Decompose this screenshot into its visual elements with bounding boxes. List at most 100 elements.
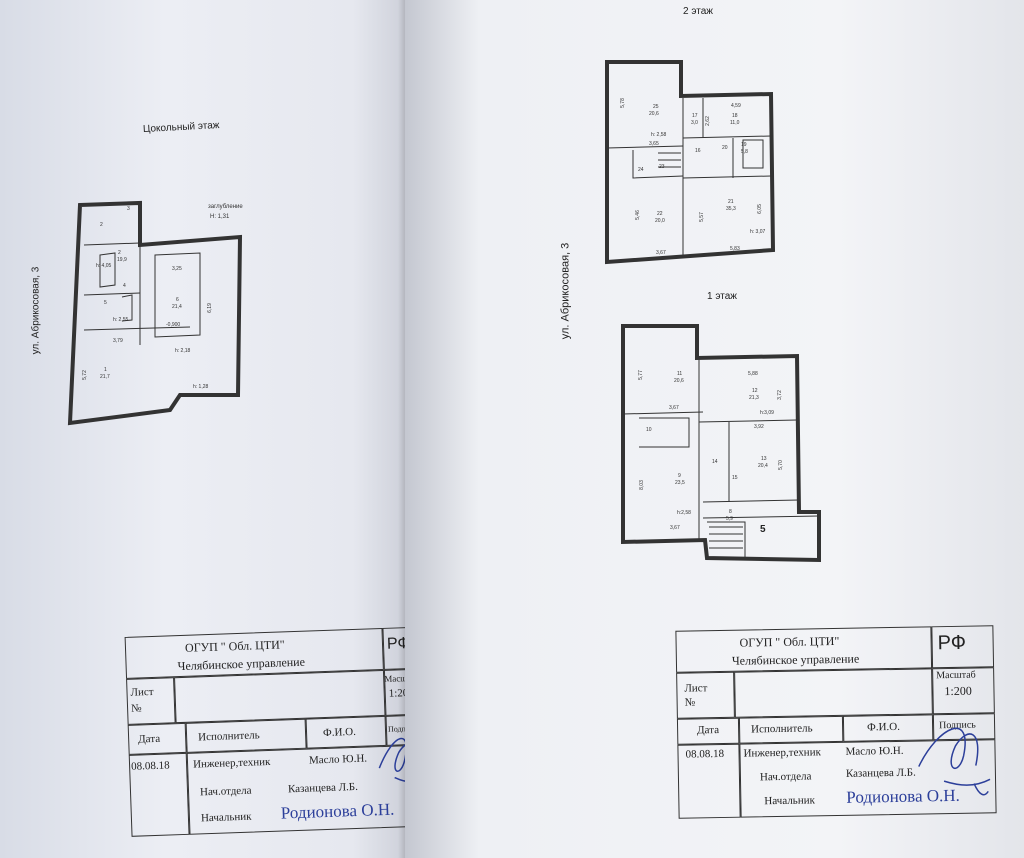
right-stamp-col-role: Исполнитель bbox=[751, 722, 813, 736]
right-stamp-role1: Инженер,техник bbox=[743, 746, 821, 760]
dimension: h: 4,05 bbox=[96, 263, 112, 269]
dimension: 3,79 bbox=[113, 338, 123, 344]
room-label: 17 bbox=[692, 113, 698, 119]
room-area: 5,8 bbox=[741, 149, 748, 155]
room-label: 12 bbox=[752, 388, 758, 394]
dimension: h:3,09 bbox=[760, 410, 774, 416]
dimension: 3,92 bbox=[754, 424, 764, 430]
left-stamp-col-fio: Ф.И.О. bbox=[322, 725, 357, 740]
room-area: 21,7 bbox=[100, 374, 110, 380]
room-area: 21,4 bbox=[172, 304, 182, 310]
zaglublenie-note: заглубление bbox=[208, 204, 243, 210]
room-area: 23,5 bbox=[675, 480, 685, 486]
right-stamp-date: 08.08.18 bbox=[685, 747, 725, 761]
right-stamp-dept: Челябинское управление bbox=[731, 651, 860, 668]
dimension: 5,72 bbox=[81, 370, 88, 380]
room-label: 5 bbox=[104, 300, 107, 306]
room-label: 5 bbox=[760, 524, 766, 535]
dimension: 3,67 bbox=[670, 525, 680, 531]
dimension: 8,03 bbox=[638, 480, 645, 490]
room-label: 10 bbox=[646, 427, 652, 433]
signature-icon bbox=[918, 727, 991, 796]
right-stamp-col-date: Дата bbox=[697, 724, 720, 737]
room-label: 16 bbox=[695, 148, 701, 154]
dimension: h: 2,58 bbox=[651, 132, 667, 138]
room-label: 21 bbox=[728, 199, 734, 205]
basement-floor-plan bbox=[67, 200, 243, 426]
depth-note: Н: 1,31 bbox=[210, 214, 230, 220]
floor2-plan bbox=[605, 60, 776, 265]
room-area: 20,6 bbox=[674, 378, 684, 384]
right-stamp-name1: Масло Ю.Н. bbox=[845, 744, 904, 758]
room-label: 1 bbox=[104, 367, 107, 373]
dimension: 6,19 bbox=[206, 303, 213, 313]
dimension: 5,77 bbox=[637, 370, 644, 380]
room-area: 20,6 bbox=[649, 111, 659, 117]
floor1-title: 1 этаж bbox=[707, 291, 737, 302]
left-stamp-date: 08.08.18 bbox=[130, 759, 170, 773]
room-area: 3,0 bbox=[691, 120, 698, 126]
left-stamp-col-date: Дата bbox=[137, 732, 161, 746]
left-stamp-sheet: Лист bbox=[130, 685, 154, 699]
room-label: 9 bbox=[678, 473, 681, 479]
room-label: 20 bbox=[722, 145, 728, 151]
floor2-title: 2 этаж bbox=[683, 6, 713, 17]
dimension: h: 1,28 bbox=[193, 384, 209, 390]
dimension: 3,72 bbox=[776, 390, 783, 400]
room-area: 21,3 bbox=[749, 395, 759, 401]
room-label: 14 bbox=[712, 459, 718, 465]
right-stamp-role2: Нач.отдела bbox=[759, 770, 812, 784]
dimension: 3,65 bbox=[649, 141, 659, 147]
dimension: 3,67 bbox=[669, 405, 679, 411]
right-stamp-col-fio: Ф.И.О. bbox=[866, 720, 901, 734]
left-street-label: ул. Абрикосовая, 3 bbox=[30, 266, 42, 355]
room-label: 19 bbox=[741, 142, 747, 148]
room-area: 20,4 bbox=[758, 463, 768, 469]
dimension: 5,70 bbox=[777, 460, 784, 470]
room-label: 24 bbox=[638, 167, 644, 173]
left-title-block: ОГУП " Обл. ЦТИ" Челябинское управление … bbox=[115, 626, 424, 837]
room-label: 4 bbox=[123, 283, 126, 289]
dimension: 4,59 bbox=[731, 103, 741, 109]
room-label: 2 bbox=[118, 250, 121, 256]
left-stamp-role2: Нач.отдела bbox=[199, 784, 252, 799]
right-title-block: ОГУП " Обл. ЦТИ" Челябинское управление … bbox=[675, 625, 997, 819]
right-stamp-rf: РФ bbox=[937, 631, 967, 655]
dimension: h: 3,07 bbox=[750, 229, 766, 235]
dimension: 5,83 bbox=[730, 246, 740, 252]
room-label: 2 bbox=[100, 222, 103, 228]
room-area: 35,3 bbox=[726, 206, 736, 212]
left-stamp-col-role: Исполнитель bbox=[197, 729, 260, 744]
dimension: 3,25 bbox=[172, 266, 182, 272]
room-label: 13 bbox=[761, 456, 767, 462]
floor1-plan bbox=[621, 324, 821, 563]
room-area: 20,0 bbox=[655, 218, 665, 224]
dimension: h:2,58 bbox=[677, 510, 691, 516]
left-stamp-num: № bbox=[130, 702, 142, 715]
room-area: 19,9 bbox=[117, 257, 127, 263]
room-label: 8 bbox=[729, 509, 732, 515]
room-label: 25 bbox=[653, 104, 659, 110]
room-area: 5,9 bbox=[726, 516, 733, 522]
dimension: 5,46 bbox=[634, 210, 641, 220]
right-stamp-scale: 1:200 bbox=[944, 683, 972, 699]
dimension: h: 2,18 bbox=[175, 348, 191, 354]
left-stamp-role3: Начальник bbox=[200, 810, 252, 825]
left-stamp-name2: Казанцева Л.Б. bbox=[287, 780, 359, 796]
dimension: 5,88 bbox=[748, 371, 758, 377]
dimension: 2,62 bbox=[704, 116, 711, 126]
room-label: 3 bbox=[127, 206, 130, 212]
right-stamp-role3: Начальник bbox=[764, 794, 816, 808]
room-label: 15 bbox=[732, 475, 738, 481]
dimension: 5,57 bbox=[698, 212, 705, 222]
dimension: -0,900 bbox=[166, 322, 181, 328]
dimension: h: 2,55 bbox=[113, 317, 129, 323]
room-area: 11,0 bbox=[730, 120, 740, 126]
right-stamp-org: ОГУП " Обл. ЦТИ" bbox=[739, 633, 840, 650]
left-stamp-name1: Масло Ю.Н. bbox=[308, 752, 368, 767]
right-street-label: ул. Абрикосовая, 3 bbox=[559, 242, 572, 340]
left-stamp-name3: Родионова О.Н. bbox=[280, 799, 395, 823]
right-stamp-num: № bbox=[684, 696, 696, 709]
dimension: 5,78 bbox=[619, 98, 626, 108]
right-stamp-scale-label: Масштаб bbox=[936, 669, 976, 682]
